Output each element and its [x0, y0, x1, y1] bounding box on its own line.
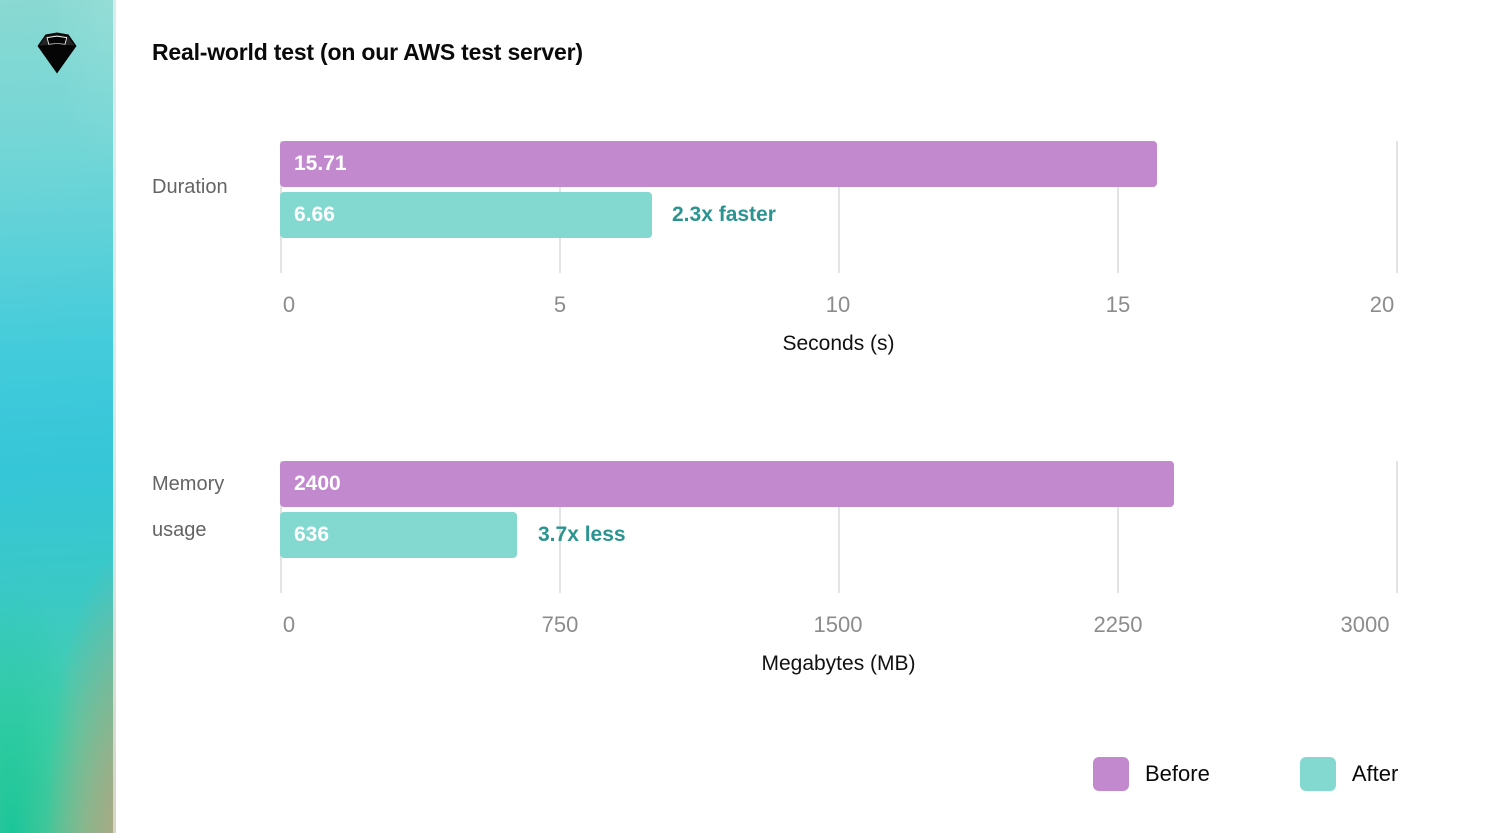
x-tick-label: 0 [282, 292, 296, 317]
annotation-memory: 3.7x less [538, 523, 626, 546]
plot-area-memory: 2400 636 3.7x less 0 750 1500 2250 3000 … [280, 450, 1398, 675]
bar-value-duration-after: 6.66 [294, 203, 335, 226]
bar-duration-after: 6.66 [280, 192, 652, 238]
bar-memory-after: 636 [280, 512, 517, 558]
legend-label-before: Before [1145, 761, 1210, 786]
rail-edge-divider [113, 0, 116, 833]
category-label-memory-line2: usage [152, 519, 207, 541]
gridline [559, 461, 561, 593]
plot-area-duration: 15.71 6.66 2.3x faster 0 5 10 15 20 Seco… [280, 130, 1398, 355]
gridline [1396, 461, 1398, 593]
bar-value-memory-after: 636 [294, 523, 330, 546]
x-tick-label: 10 [825, 292, 851, 317]
sketch-diamond-icon [36, 31, 78, 75]
gridline [838, 141, 840, 273]
x-axis-title-memory: Megabytes (MB) [761, 652, 916, 675]
legend-swatch-after-icon [1299, 757, 1336, 791]
legend-swatch-before-icon [1093, 757, 1129, 791]
gridline [1396, 141, 1398, 273]
legend-item-before: Before [1093, 757, 1210, 791]
bar-value-duration-before: 15.71 [294, 152, 347, 175]
x-tick-label: 3000 [1340, 612, 1390, 637]
x-tick-label: 5 [553, 292, 567, 317]
bar-value-memory-before: 2400 [294, 472, 341, 495]
x-tick-label: 0 [282, 612, 296, 637]
bar-duration-before: 15.71 [280, 141, 1157, 187]
x-tick-label: 1500 [813, 612, 863, 637]
annotation-duration: 2.3x faster [672, 203, 776, 226]
x-tick-label: 20 [1369, 292, 1395, 317]
page-title: Real-world test (on our AWS test server) [152, 39, 583, 65]
legend-item-after: After [1299, 757, 1399, 791]
x-tick-label: 15 [1105, 292, 1131, 317]
x-tick-label: 750 [541, 612, 579, 637]
brand-gradient-rail [0, 0, 113, 833]
chart-legend: Before After [1093, 757, 1398, 791]
x-tick-label: 2250 [1093, 612, 1143, 637]
legend-label-after: After [1351, 761, 1399, 786]
gridline [838, 461, 840, 593]
bar-memory-before: 2400 [280, 461, 1174, 507]
x-axis-title-duration: Seconds (s) [782, 332, 895, 355]
category-label-memory-line1: Memory [152, 473, 225, 495]
gridline [1117, 461, 1119, 593]
gridline [1117, 141, 1119, 273]
category-label-duration: Duration [152, 176, 228, 198]
